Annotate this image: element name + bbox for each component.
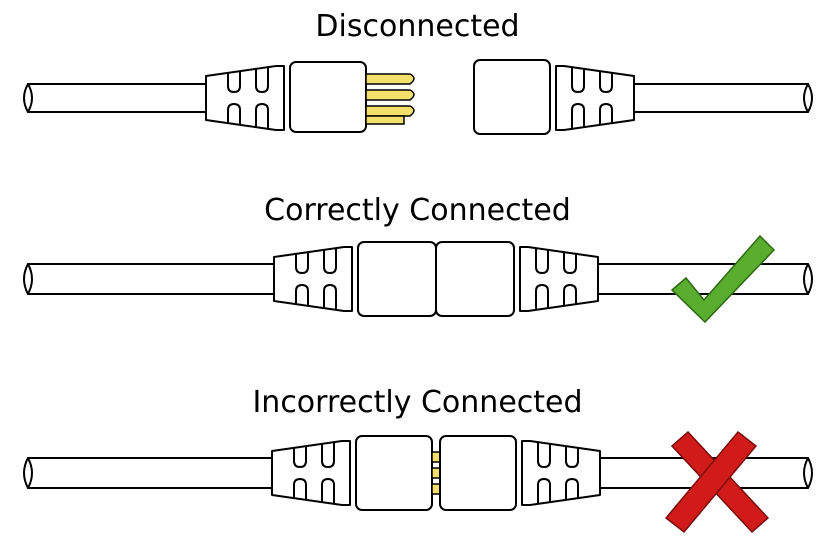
right-cable xyxy=(633,83,813,113)
left-connector-grip xyxy=(271,440,351,506)
left-cable xyxy=(23,83,207,113)
right-connector-housing xyxy=(435,241,515,317)
left-connector-grip xyxy=(273,246,353,312)
left-connector-housing xyxy=(357,241,437,317)
left-cable xyxy=(23,457,273,489)
disconnected-assembly xyxy=(23,59,813,135)
section-title-disconnected: Disconnected xyxy=(315,9,520,44)
cross-mark-icon xyxy=(664,430,770,534)
right-connector-housing xyxy=(473,59,551,135)
exposed-gold-pins xyxy=(431,451,441,495)
left-cable xyxy=(23,263,277,295)
correct-assembly xyxy=(23,234,813,324)
right-cable xyxy=(597,263,813,295)
left-connector-housing xyxy=(289,61,367,133)
gold-pins xyxy=(365,73,415,125)
right-connector-grip xyxy=(555,65,635,131)
section-title-incorrectly-connected: Incorrectly Connected xyxy=(252,385,583,420)
incorrect-assembly xyxy=(23,430,813,534)
right-connector-grip xyxy=(521,440,601,506)
right-connector-grip xyxy=(519,246,599,312)
left-connector-grip xyxy=(205,65,285,131)
right-connector-housing xyxy=(439,435,517,511)
check-mark-icon xyxy=(670,234,776,324)
section-title-correctly-connected: Correctly Connected xyxy=(264,193,571,228)
left-connector-housing xyxy=(355,435,433,511)
